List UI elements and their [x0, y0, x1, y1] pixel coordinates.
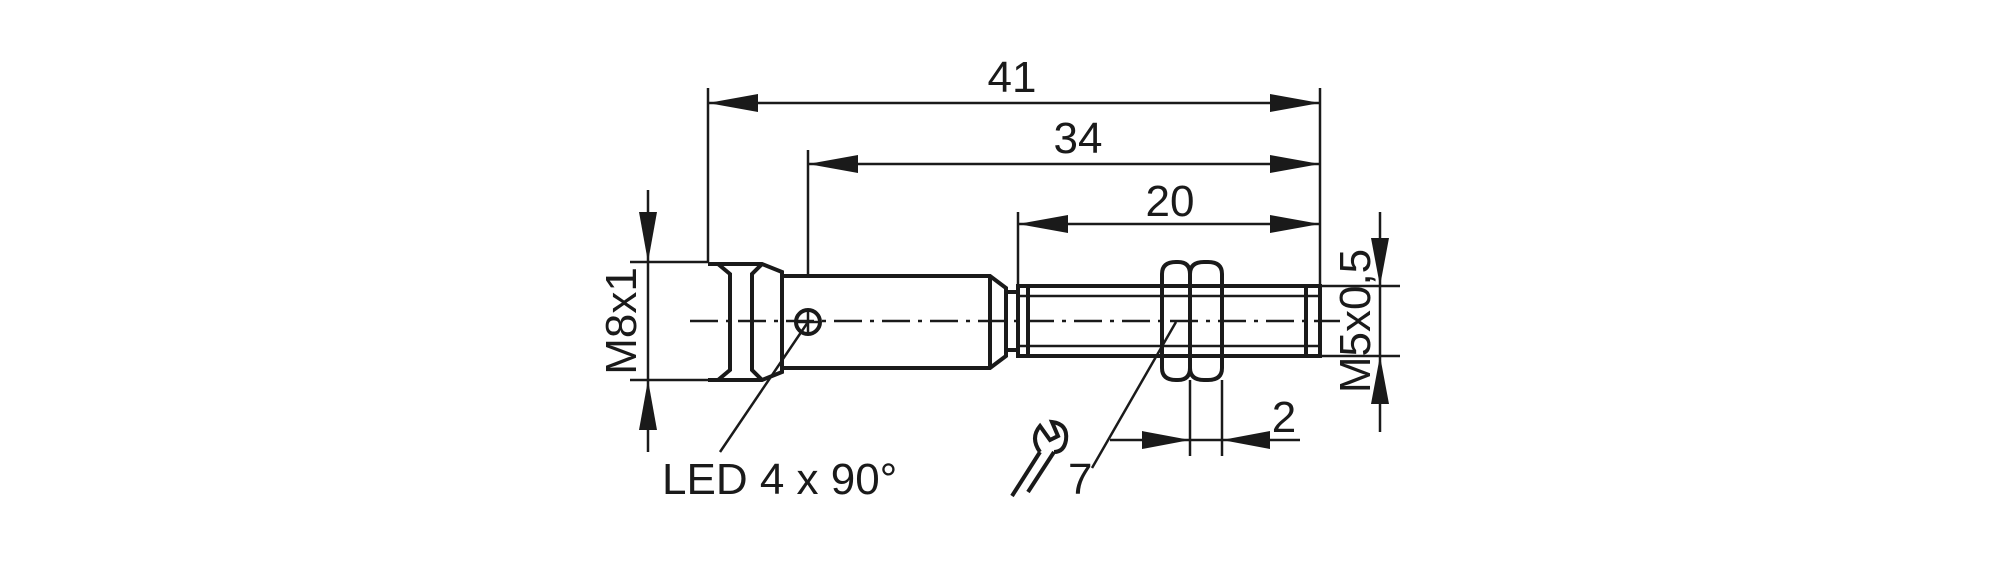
nut-width-label: 2 [1272, 393, 1296, 442]
dimension-20: 20 [1018, 177, 1320, 233]
led-annotation: LED 4 x 90° [662, 321, 897, 504]
wrench-icon [1010, 419, 1069, 498]
dimension-34: 34 [808, 114, 1320, 173]
dimension-41: 41 [708, 53, 1320, 112]
led-label: LED 4 x 90° [662, 455, 897, 504]
body-length-label: 34 [1054, 114, 1103, 163]
wrench-annotation: 7 [1010, 321, 1178, 504]
dimension-m8x1: M8x1 [597, 190, 657, 452]
housing-thread-label: M8x1 [597, 267, 646, 375]
dimension-nut-width: 2 [1110, 393, 1300, 449]
wrench-size-label: 7 [1068, 455, 1092, 504]
overall-length-label: 41 [988, 53, 1037, 102]
thread-length-label: 20 [1146, 177, 1195, 226]
